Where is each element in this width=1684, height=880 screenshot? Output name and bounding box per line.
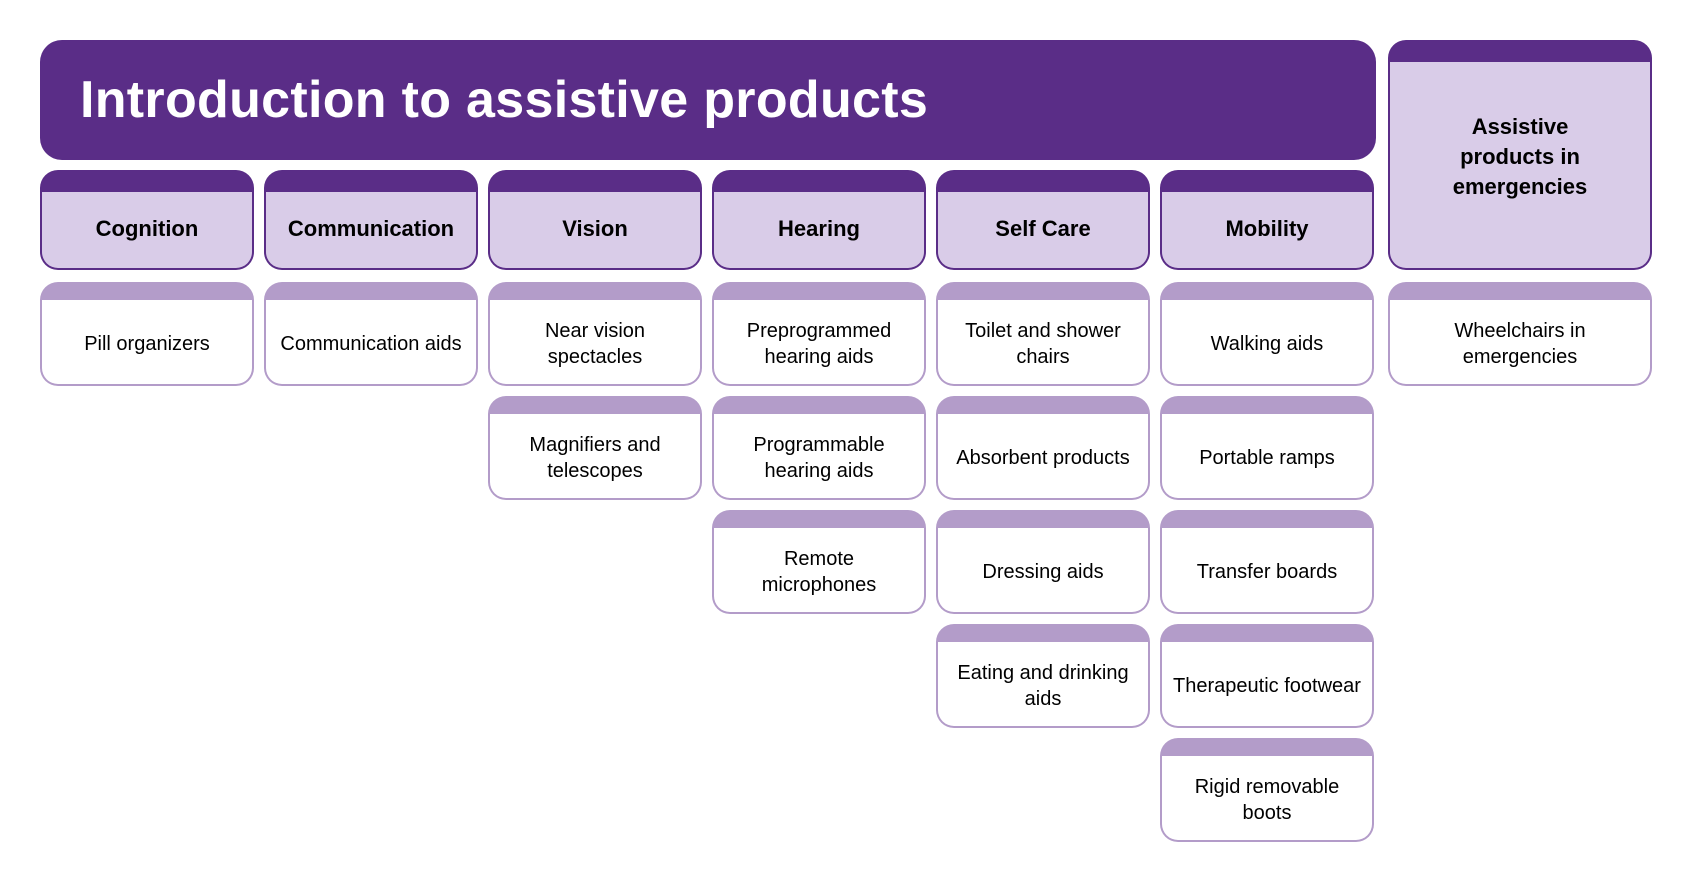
- product-card-magnifiers-and-telescopes[interactable]: Magnifiers and telescopes: [488, 396, 702, 500]
- category-column-vision: Vision Near vision spectacles Magnifiers…: [488, 170, 702, 500]
- product-card-portable-ramps[interactable]: Portable ramps: [1160, 396, 1374, 500]
- category-column-cognition: Cognition Pill organizers: [40, 170, 254, 386]
- category-label: Communication: [287, 216, 455, 241]
- category-label: Mobility: [1225, 216, 1309, 241]
- product-card-toilet-and-shower-chairs[interactable]: Toilet and shower chairs: [936, 282, 1150, 386]
- category-column-communication: Communication Communication aids: [264, 170, 478, 386]
- product-label: Communication aids: [280, 333, 462, 355]
- product-label: Walking aids: [1210, 333, 1324, 355]
- product-card-transfer-boards[interactable]: Transfer boards: [1160, 510, 1374, 614]
- product-label: Transfer boards: [1196, 561, 1338, 583]
- category-column-hearing: Hearing Preprogrammed hearing aids Progr…: [712, 170, 926, 614]
- category-column-self-care: Self Care Toilet and shower chairs Absor…: [936, 170, 1150, 728]
- category-label: Hearing: [778, 216, 860, 241]
- product-card-remote-microphones[interactable]: Remote microphones: [712, 510, 926, 614]
- product-card-near-vision-spectacles[interactable]: Near vision spectacles: [488, 282, 702, 386]
- category-header-self-care[interactable]: Self Care: [936, 170, 1150, 270]
- product-card-eating-and-drinking-aids[interactable]: Eating and drinking aids: [936, 624, 1150, 728]
- category-header-cognition[interactable]: Cognition: [40, 170, 254, 270]
- product-label: Dressing aids: [982, 561, 1104, 583]
- category-header-mobility[interactable]: Mobility: [1160, 170, 1374, 270]
- product-label: Pill organizers: [84, 333, 210, 355]
- product-card-programmable-hearing-aids[interactable]: Programmable hearing aids: [712, 396, 926, 500]
- category-column-mobility: Mobility Walking aids Portable ramps Tra…: [1160, 170, 1374, 842]
- product-label: Absorbent products: [956, 447, 1130, 469]
- page-title: Introduction to assistive products: [80, 71, 929, 129]
- product-card-therapeutic-footwear[interactable]: Therapeutic footwear: [1160, 624, 1374, 728]
- product-card-walking-aids[interactable]: Walking aids: [1160, 282, 1374, 386]
- category-label: Assistive products in emergencies: [1452, 114, 1588, 199]
- product-card-communication-aids[interactable]: Communication aids: [264, 282, 478, 386]
- product-label: Eating and drinking aids: [957, 662, 1129, 710]
- category-label: Cognition: [95, 216, 199, 241]
- product-label: Rigid removable boots: [1194, 776, 1340, 824]
- product-label: Remote microphones: [761, 548, 877, 596]
- product-label: Programmable hearing aids: [753, 434, 885, 482]
- product-label: Wheelchairs in emergencies: [1454, 320, 1586, 368]
- category-label: Self Care: [995, 216, 1091, 241]
- product-label: Toilet and shower chairs: [965, 320, 1121, 368]
- product-card-rigid-removable-boots[interactable]: Rigid removable boots: [1160, 738, 1374, 842]
- category-header-vision[interactable]: Vision: [488, 170, 702, 270]
- product-label: Therapeutic footwear: [1173, 675, 1361, 697]
- product-card-dressing-aids[interactable]: Dressing aids: [936, 510, 1150, 614]
- product-label: Near vision spectacles: [544, 320, 646, 368]
- category-label: Vision: [562, 216, 628, 241]
- product-card-absorbent-products[interactable]: Absorbent products: [936, 396, 1150, 500]
- product-label: Portable ramps: [1199, 447, 1335, 469]
- product-card-preprogrammed-hearing-aids[interactable]: Preprogrammed hearing aids: [712, 282, 926, 386]
- product-card-pill-organizers[interactable]: Pill organizers: [40, 282, 254, 386]
- category-column-emergencies: Assistive products in emergencies Wheelc…: [1388, 40, 1652, 386]
- product-card-wheelchairs-in-emergencies[interactable]: Wheelchairs in emergencies: [1388, 282, 1652, 386]
- category-header-emergencies[interactable]: Assistive products in emergencies: [1388, 40, 1652, 270]
- product-label: Magnifiers and telescopes: [529, 434, 661, 482]
- category-header-communication[interactable]: Communication: [264, 170, 478, 270]
- category-header-hearing[interactable]: Hearing: [712, 170, 926, 270]
- product-label: Preprogrammed hearing aids: [746, 320, 892, 368]
- title-banner: Introduction to assistive products: [40, 40, 1376, 160]
